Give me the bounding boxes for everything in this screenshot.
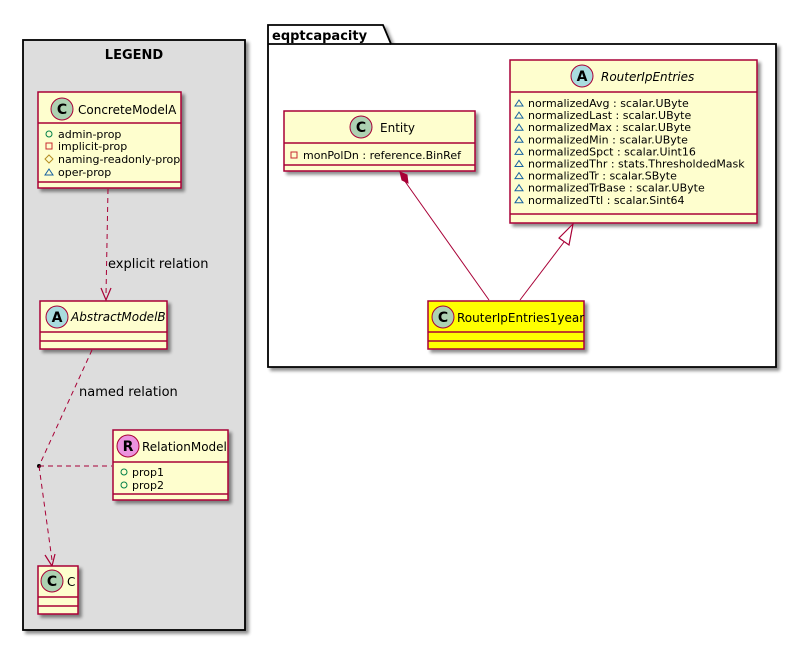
class-name: Entity (380, 121, 415, 135)
class-abstract-model-b[interactable]: A AbstractModelB (39, 300, 168, 350)
svg-text:A: A (577, 69, 588, 85)
attribute: naming-readonly-prop (58, 153, 180, 166)
visibility-package-icon (514, 183, 524, 192)
attribute: normalizedMin : scalar.UByte (528, 133, 688, 146)
attribute: normalizedLast : scalar.UByte (528, 109, 691, 122)
class-relation-model[interactable]: R RelationModel prop1 prop2 (112, 429, 229, 501)
attribute: admin-prop (58, 128, 121, 141)
class-name: ConcreteModelA (78, 103, 177, 117)
visibility-package-icon (514, 159, 524, 167)
attribute: normalizedTtl : scalar.Sint64 (528, 194, 685, 207)
svg-text:R: R (123, 439, 134, 455)
attribute: prop1 (132, 466, 164, 479)
attribute: prop2 (132, 479, 164, 492)
composition-edge (399, 171, 490, 301)
attribute: normalizedThr : stats.ThresholdedMask (528, 158, 745, 171)
class-c-icon: C (50, 97, 74, 121)
class-c[interactable]: C C (37, 565, 79, 615)
visibility-package-icon (44, 168, 54, 176)
explicit-relation-edge (100, 188, 112, 302)
visibility-package-icon (514, 147, 524, 155)
visibility-public-icon (45, 130, 53, 138)
visibility-private-icon (45, 142, 53, 150)
class-name: C (67, 575, 75, 589)
class-name: RouterIpEntries (601, 70, 694, 84)
class-r-icon: R (116, 434, 140, 458)
svg-text:C: C (57, 102, 67, 118)
class-name: RouterIpEntries1year (457, 311, 584, 325)
visibility-private-icon (290, 151, 298, 159)
attribute: normalizedSpct : scalar.Uint16 (528, 145, 696, 158)
visibility-public-icon (120, 481, 128, 489)
svg-text:A: A (52, 310, 63, 326)
package-name: eqptcapacity (272, 29, 368, 44)
visibility-package-icon (514, 171, 524, 180)
generalization-edge (519, 222, 574, 301)
attribute: normalizedTr : scalar.SByte (528, 170, 677, 183)
class-c-icon: C (349, 115, 373, 139)
legend-title: LEGEND (105, 48, 164, 63)
class-concrete-model-a[interactable]: C ConcreteModelA admin-prop implicit-pro… (37, 91, 182, 189)
attribute: implicit-prop (58, 140, 127, 153)
attribute: normalizedAvg : scalar.UByte (528, 97, 689, 110)
attribute: monPolDn : reference.BinRef (303, 149, 462, 162)
class-entity[interactable]: C Entity monPolDn : reference.BinRef (283, 110, 476, 172)
attribute: oper-prop (58, 166, 111, 179)
attribute: normalizedTrBase : scalar.UByte (528, 182, 705, 195)
svg-text:C: C (47, 574, 57, 590)
visibility-package-icon (514, 99, 524, 107)
explicit-relation-label: explicit relation (108, 257, 208, 272)
svg-text:C: C (356, 120, 366, 136)
visibility-package-icon (514, 111, 524, 119)
visibility-package-icon (514, 135, 524, 143)
class-a-icon: A (570, 64, 594, 88)
class-router-ip-entries[interactable]: A RouterIpEntries normalizedAvg : scalar… (509, 59, 758, 224)
class-a-icon: A (45, 305, 69, 329)
svg-text:C: C (438, 310, 448, 326)
attribute: normalizedMax : scalar.UByte (528, 121, 691, 134)
class-name: RelationModel (142, 440, 227, 454)
visibility-package-icon (514, 195, 524, 204)
class-c-icon: C (40, 569, 64, 593)
visibility-package-icon (514, 123, 524, 131)
class-name: AbstractModelB (70, 310, 166, 324)
visibility-protected-icon (44, 154, 54, 164)
class-router-ip-entries-1year[interactable]: C RouterIpEntries1year (427, 300, 585, 350)
named-relation-label: named relation (79, 385, 178, 400)
visibility-public-icon (120, 468, 128, 476)
class-c-icon: C (431, 305, 455, 329)
